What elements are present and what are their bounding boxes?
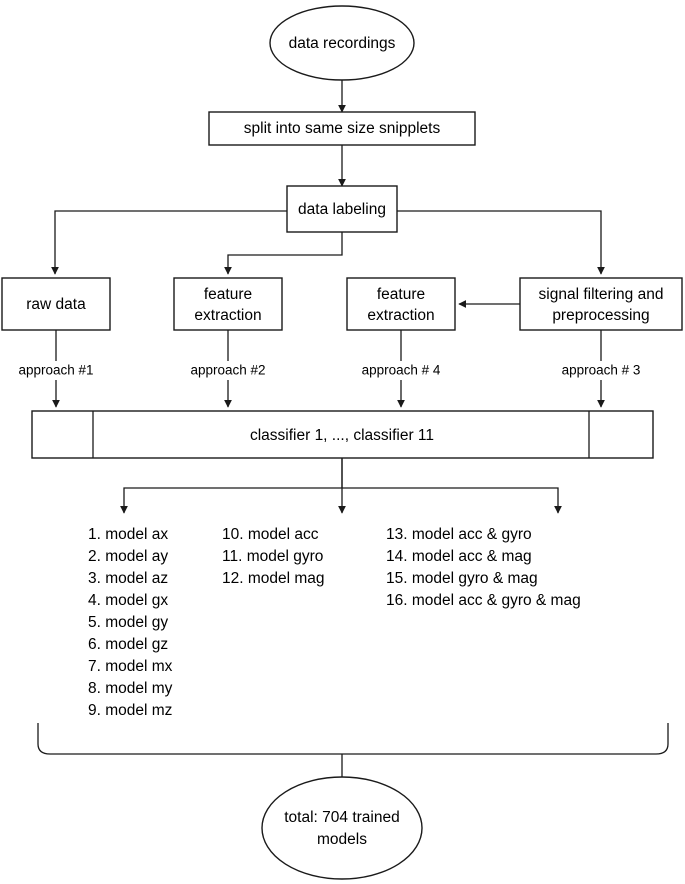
list-item: 3. model az: [88, 570, 168, 587]
model-column-1: 1. model ax 2. model ay 3. model az 4. m…: [88, 526, 173, 719]
list-item: 4. model gx: [88, 592, 168, 609]
list-item: 7. model mx: [88, 658, 173, 675]
edge-label-approach-1: approach #1: [18, 363, 93, 378]
edge-label-approach-3: approach # 3: [562, 363, 641, 378]
split-label: split into same size snipplets: [244, 120, 441, 137]
feature-extraction-a-label-line1: feature: [204, 286, 252, 303]
total-models-label-line2: models: [317, 831, 367, 848]
raw-data-rect: [1, 277, 111, 331]
feature-extraction-b-label-line2: extraction: [367, 307, 434, 324]
feature-extraction-b-rect: [346, 277, 456, 331]
data-labeling-label: data labeling: [298, 201, 386, 218]
edge-classifier-to-column-3: [342, 487, 562, 514]
edge-label-approach-2: approach #2: [190, 363, 265, 378]
approach4-label-bg: [351, 361, 451, 380]
signal-filtering-rect: [519, 277, 683, 331]
node-signal-filtering[interactable]: signal filtering and preprocessing: [519, 277, 683, 331]
edge-labeling-to-feature-extraction-a: [224, 232, 343, 275]
total-models-ellipse: [261, 776, 423, 880]
approach1-label-bg: [8, 361, 104, 380]
edge-label-approach-4: approach # 4: [362, 363, 441, 378]
list-item: 11. model gyro: [222, 548, 323, 565]
data-recordings-label: data recordings: [289, 35, 396, 52]
signal-filtering-label-line1: signal filtering and: [539, 286, 664, 303]
signal-filtering-label-line2: preprocessing: [552, 307, 649, 324]
list-item: 8. model my: [88, 680, 173, 697]
edge-labeling-to-signal-filtering: [397, 210, 605, 275]
list-item: 10. model acc: [222, 526, 319, 543]
models-collector-bracket: [37, 723, 669, 755]
raw-data-label: raw data: [26, 296, 86, 313]
list-item: 5. model gy: [88, 614, 168, 631]
feature-extraction-a-label-line2: extraction: [194, 307, 261, 324]
list-item: 6. model gz: [88, 636, 168, 653]
model-column-3: 13. model acc & gyro 14. model acc & mag…: [386, 526, 581, 609]
node-feature-extraction-a[interactable]: feature extraction: [173, 277, 283, 331]
node-data-recordings[interactable]: data recordings: [269, 5, 415, 81]
list-item: 9. model mz: [88, 702, 172, 719]
feature-extraction-a-rect: [173, 277, 283, 331]
model-column-2: 10. model acc 11. model gyro 12. model m…: [222, 526, 325, 587]
node-feature-extraction-b[interactable]: feature extraction: [346, 277, 456, 331]
node-data-labeling[interactable]: data labeling: [286, 185, 398, 233]
approach3-label-bg: [551, 361, 651, 380]
split-rect: [208, 111, 476, 146]
node-total-trained-models[interactable]: total: 704 trained models: [261, 776, 423, 880]
feature-extraction-b-label-line1: feature: [377, 286, 425, 303]
list-item: 14. model acc & mag: [386, 548, 532, 565]
list-item: 12. model mag: [222, 570, 325, 587]
list-item: 13. model acc & gyro: [386, 526, 532, 543]
approach2-label-bg: [180, 361, 276, 380]
total-models-label-line1: total: 704 trained: [284, 809, 399, 826]
node-raw-data[interactable]: raw data: [1, 277, 111, 331]
edge-classifier-to-column-1: [120, 458, 343, 514]
list-item: 2. model ay: [88, 548, 168, 565]
list-item: 1. model ax: [88, 526, 168, 543]
classifier-bar-label: classifier 1, ..., classifier 11: [250, 427, 434, 444]
node-classifier-bar[interactable]: classifier 1, ..., classifier 11: [31, 410, 654, 459]
node-split-into-snipplets[interactable]: split into same size snipplets: [208, 111, 476, 146]
list-item: 16. model acc & gyro & mag: [386, 592, 581, 609]
edge-labeling-to-raw-data: [51, 210, 287, 275]
list-item: 15. model gyro & mag: [386, 570, 538, 587]
